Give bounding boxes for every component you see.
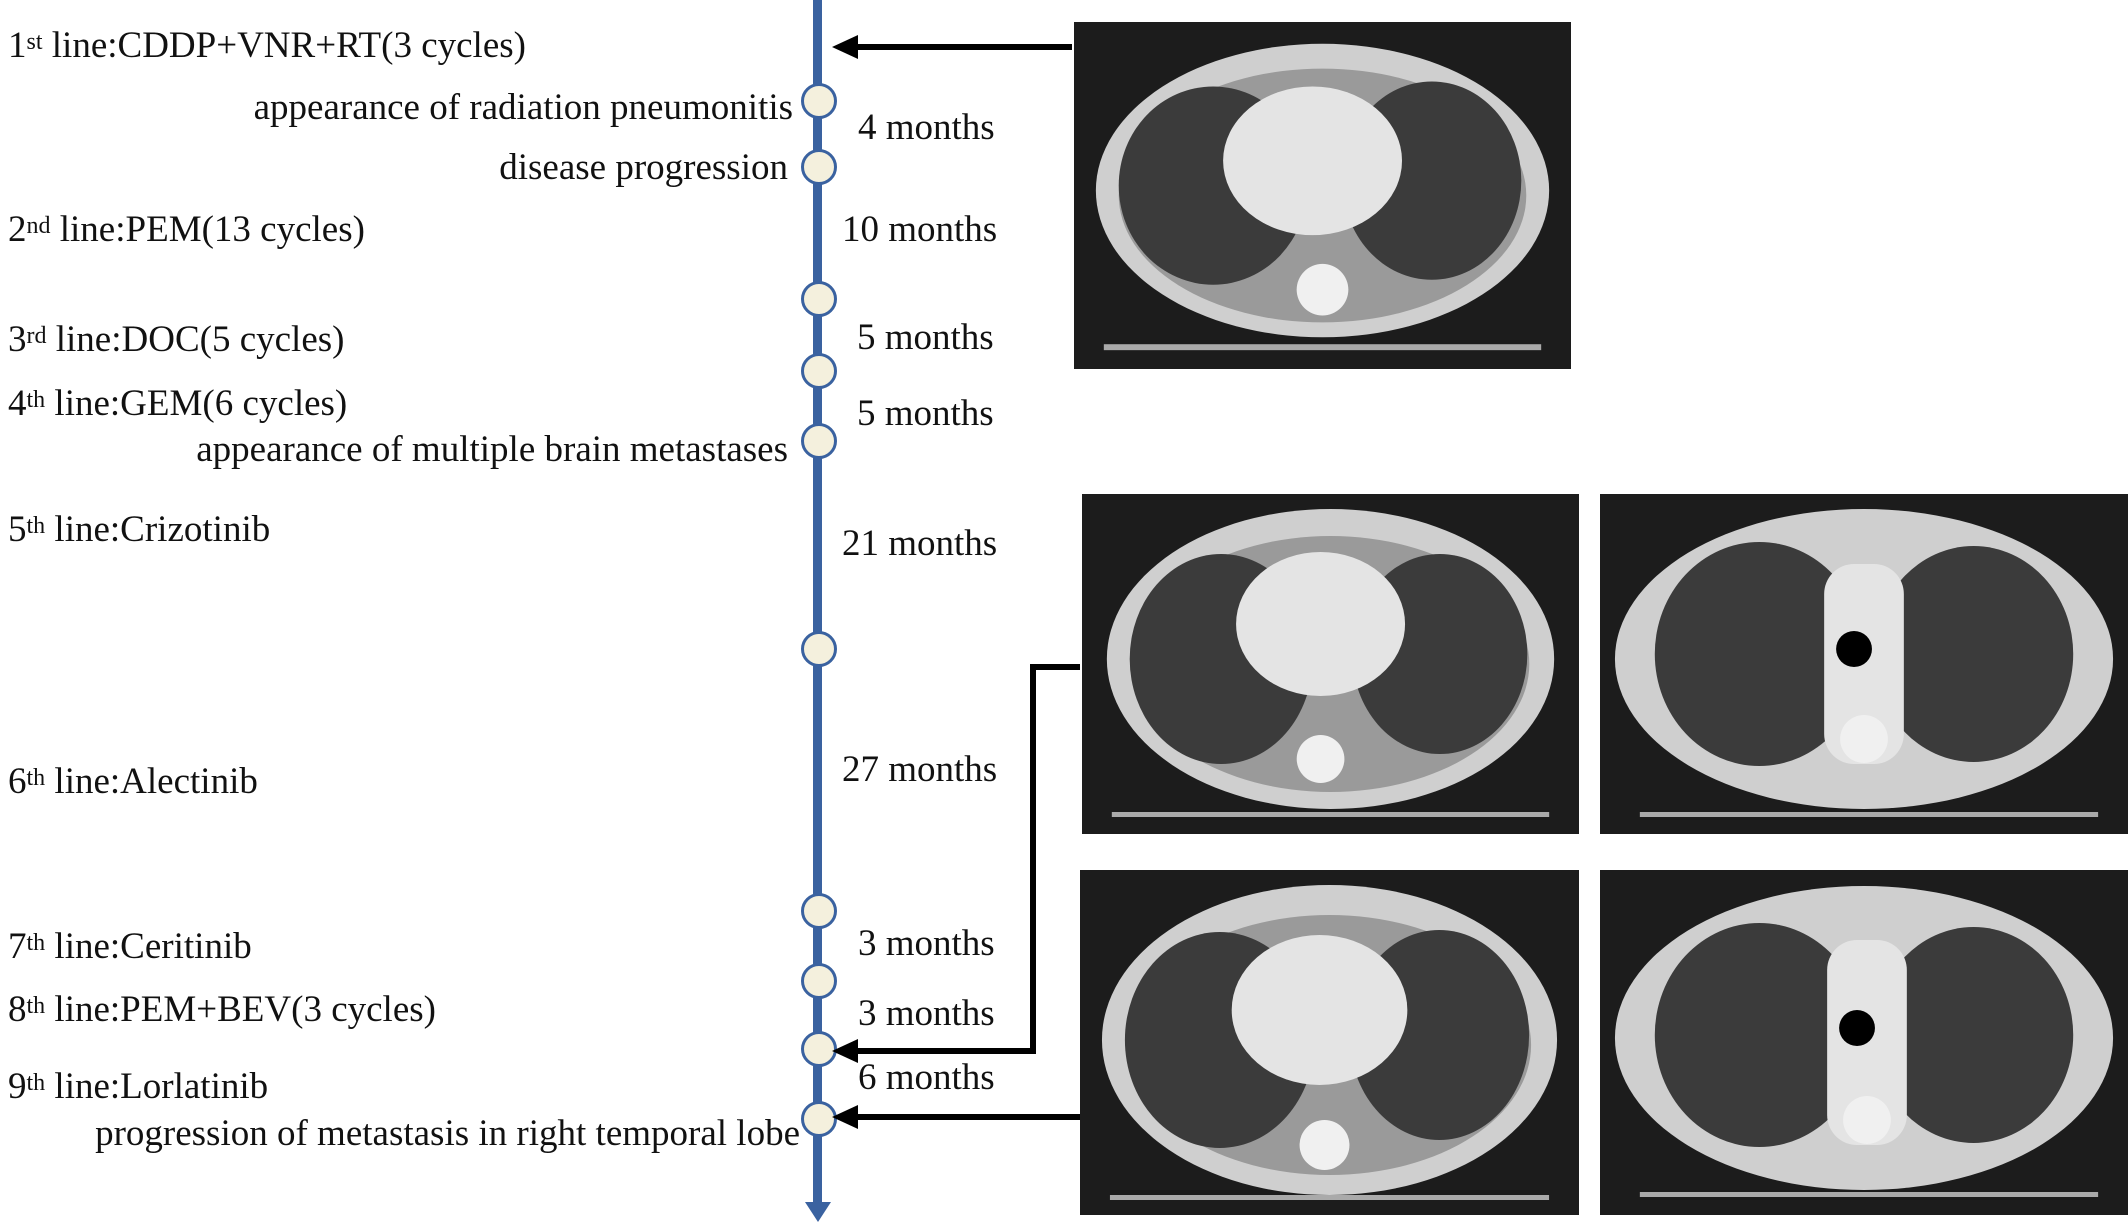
- timeline-node: [801, 281, 837, 317]
- timeline-node: [801, 353, 837, 389]
- ct-scan-image-5: [1600, 870, 2128, 1215]
- line-label-6: 6th line:Alectinib: [8, 761, 258, 802]
- event-disease-progression: disease progression: [499, 147, 788, 188]
- duration-label: 10 months: [842, 209, 998, 250]
- line-label-4: 4th line:GEM(6 cycles): [8, 383, 348, 424]
- ct-scan-image-4: [1080, 870, 1579, 1215]
- duration-label: 3 months: [858, 993, 995, 1034]
- timeline-node: [801, 149, 837, 185]
- timeline-node: [801, 83, 837, 119]
- duration-label: 5 months: [857, 317, 994, 358]
- event-brain-metastases: appearance of multiple brain metastases: [196, 429, 788, 470]
- connector-line: [1032, 664, 1080, 670]
- duration-label: 27 months: [842, 749, 998, 790]
- line-label-3: 3rd line:DOC(5 cycles): [8, 319, 345, 360]
- ct-scan-image-3: [1600, 494, 2128, 834]
- line-label-5: 5th line:Crizotinib: [8, 509, 271, 550]
- timeline-node: [801, 1101, 837, 1137]
- duration-label: 3 months: [858, 923, 995, 964]
- duration-label: 4 months: [858, 107, 995, 148]
- ct-scan-image-2: [1082, 494, 1579, 834]
- connector-line: [856, 1048, 1036, 1054]
- connector-line: [856, 1114, 1080, 1120]
- line-label-8: 8th line:PEM+BEV(3 cycles): [8, 989, 436, 1030]
- connector-line: [1030, 664, 1036, 1054]
- timeline-node: [801, 1031, 837, 1067]
- line-label-9: 9th line:Lorlatinib: [8, 1066, 269, 1107]
- duration-label: 21 months: [842, 523, 998, 564]
- timeline-axis: [813, 0, 822, 1205]
- event-temporal-lobe-progression: progression of metastasis in right tempo…: [95, 1113, 800, 1154]
- timeline-node: [801, 423, 837, 459]
- timeline-node: [801, 893, 837, 929]
- timeline-node: [801, 631, 837, 667]
- timeline-node: [801, 963, 837, 999]
- arrowhead-icon: [832, 1105, 858, 1129]
- event-radiation-pneumonitis: appearance of radiation pneumonitis: [253, 87, 793, 128]
- ct-scan-image-1: [1074, 22, 1571, 369]
- duration-label: 6 months: [858, 1057, 995, 1098]
- duration-label: 5 months: [857, 393, 994, 434]
- axis-arrowhead-icon: [805, 1202, 831, 1222]
- arrowhead-icon: [832, 1039, 858, 1063]
- line-label-2: 2nd line:PEM(13 cycles): [8, 209, 365, 250]
- connector-line: [856, 44, 1072, 50]
- line-label-7: 7th line:Ceritinib: [8, 926, 252, 967]
- line-label-1: 1st line:CDDP+VNR+RT(3 cycles): [8, 25, 526, 66]
- arrowhead-icon: [832, 35, 858, 59]
